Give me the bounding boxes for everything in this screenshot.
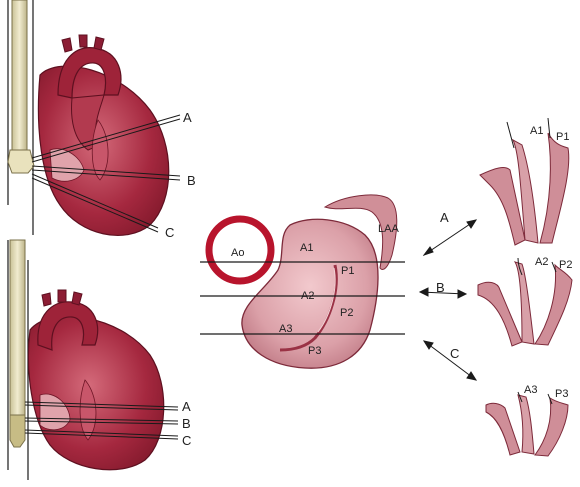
view-b-left-label: A2 <box>535 256 548 268</box>
bottom-scan-lines <box>24 401 179 440</box>
view-b-left-wall <box>477 281 523 347</box>
aortic-valve-ring <box>205 215 275 285</box>
bottom-left-atrium <box>79 379 97 441</box>
view-c-posterior-wall <box>534 396 569 457</box>
top-scan-lines <box>31 114 181 233</box>
view-a-left-wall <box>479 167 526 246</box>
view-c-left-label: A3 <box>524 384 537 396</box>
valve-view-b: A2 P2 <box>477 256 573 347</box>
valve-view-a: A1 P1 <box>479 117 570 246</box>
view-a-right-label: P1 <box>556 131 569 143</box>
bottom-tee-probe-tip <box>9 414 26 448</box>
top-label-b: B <box>187 173 196 188</box>
scallop-a3: A3 <box>279 323 292 335</box>
plane-label-c: C <box>450 346 459 361</box>
bottom-arch-branches <box>41 289 83 307</box>
laa-label: LAA <box>378 223 399 235</box>
view-b-anterior-leaflet <box>513 261 535 345</box>
center-valve-diagram: LAA Ao A1 A2 A3 P1 P2 P3 <box>200 194 478 381</box>
tee-probe-shaft <box>11 0 28 151</box>
top-label-a: A <box>183 110 192 125</box>
view-b-posterior-wall <box>534 263 573 346</box>
ao-label: Ao <box>231 247 244 259</box>
top-label-c: C <box>165 225 174 240</box>
view-b-right-label: P2 <box>559 259 572 271</box>
tee-probe-tip <box>7 149 35 174</box>
plane-arrows <box>418 219 478 381</box>
bottom-label-b: B <box>182 416 191 431</box>
mitral-annulus <box>241 218 379 369</box>
view-a-left-label: A1 <box>530 125 543 137</box>
plane-label-b: B <box>436 280 445 295</box>
valve-view-c: A3 P3 <box>485 384 569 457</box>
scallop-a1: A1 <box>300 242 313 254</box>
view-a-anterior-leaflet <box>511 138 539 244</box>
view-c-left-wall <box>485 402 521 456</box>
imaging-planes <box>200 261 405 335</box>
bottom-aortic-arch <box>37 301 99 351</box>
view-a-ticks <box>506 117 551 149</box>
bottom-label-c: C <box>182 433 191 448</box>
view-c-ticks <box>517 391 553 405</box>
bottom-tee-probe-shaft <box>9 239 26 416</box>
bottom-heart-figure: A B C <box>7 239 191 480</box>
mitral-coaptation-line <box>279 264 338 352</box>
scallop-p1: P1 <box>341 265 354 277</box>
bottom-label-a: A <box>182 399 191 414</box>
top-heart-figure: A B C <box>7 0 196 240</box>
top-aortic-arch <box>57 47 122 99</box>
laa-shape <box>323 194 398 270</box>
coaptation-highlight <box>317 267 336 333</box>
scallop-p2: P2 <box>340 307 353 319</box>
view-a-posterior-wall <box>539 132 570 244</box>
top-arch-branches <box>61 34 105 53</box>
view-b-ticks <box>517 257 557 276</box>
scallop-p3: P3 <box>308 345 321 357</box>
view-c-anterior-leaflet <box>517 394 535 455</box>
plane-label-a: A <box>440 210 449 225</box>
view-c-right-label: P3 <box>555 388 568 400</box>
